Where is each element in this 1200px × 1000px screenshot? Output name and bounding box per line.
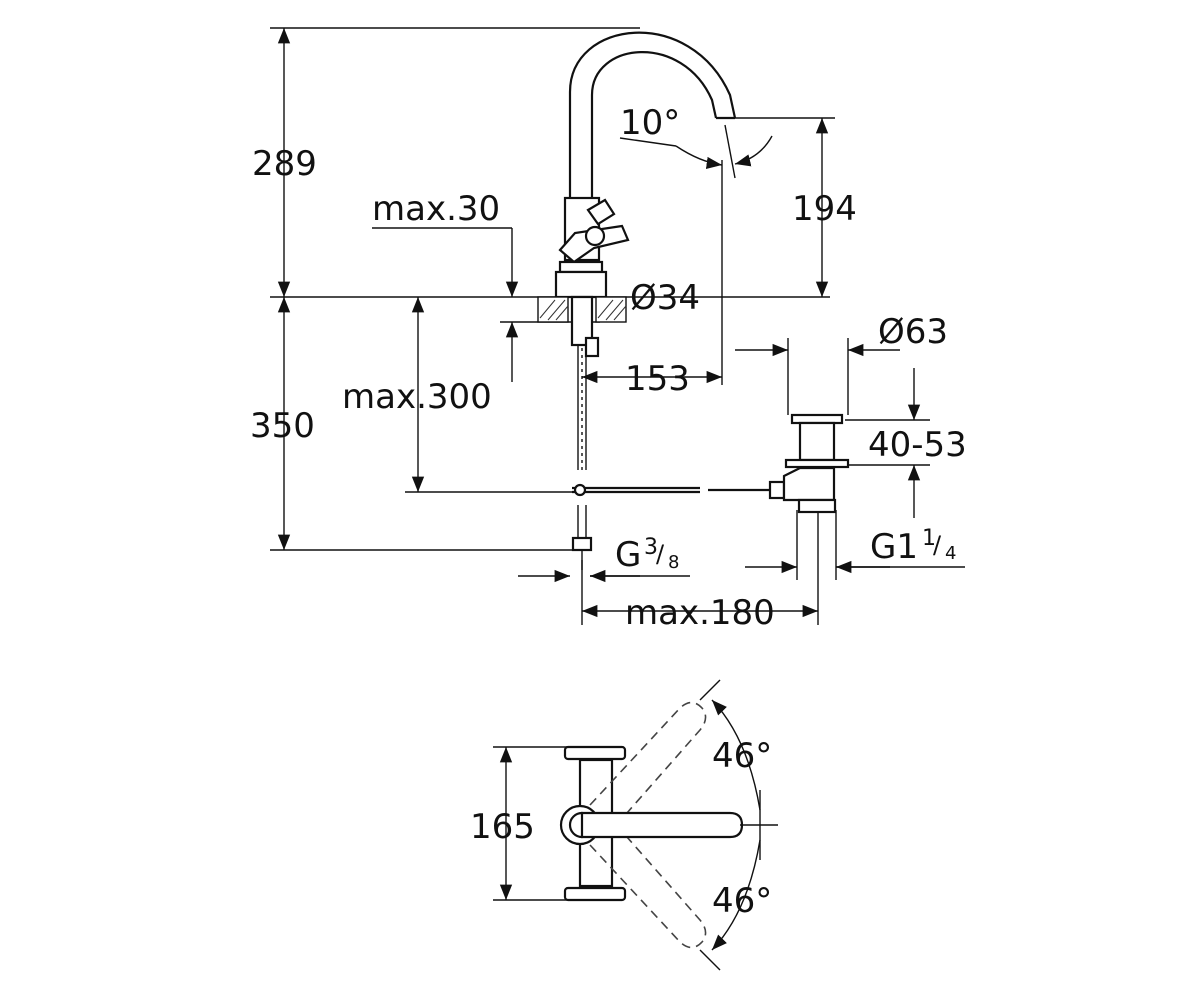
label-350: 350 [250,406,315,446]
extension-line-angle-top [699,679,721,701]
supply-hose [571,345,593,570]
label-max180: max.180 [625,593,775,633]
body-base [554,270,608,299]
fixing-nut [584,336,600,358]
drain-lock-nut [784,458,850,469]
side-view: 289 max.30 10° 194 Ø34 max.300 153 Ø63 3… [250,27,967,633]
angle-arc-left [675,145,723,170]
label-g114-numerator: 1 [922,526,936,551]
leader-angle [619,137,677,147]
drain-body [798,421,836,462]
cross-handle-top [586,198,616,226]
label-spout-angle: 10° [620,103,680,143]
mounting-shank [570,295,594,347]
drain-tailpiece [797,498,837,514]
handle-bottom [563,886,627,902]
hose-connector [571,536,593,552]
spout-top-view [580,811,744,839]
body-ring [558,260,604,274]
rod-clip [573,483,587,497]
label-swivel-bottom: 46° [712,881,772,921]
extension-line-angle-bottom [699,949,721,971]
handle-top [563,745,627,761]
label-g114-denominator: 4 [945,543,956,564]
spout-inner-edge [590,51,718,200]
angle-arc-bottom [711,839,761,951]
spout-flow-line [724,124,736,179]
label-289: 289 [252,144,317,184]
angle-arc-top [711,699,761,811]
label-d34: Ø34 [630,278,700,318]
label-165: 165 [470,807,535,847]
label-g38-main: G [615,535,641,575]
drain-flange-top [790,413,844,425]
top-view: 165 46° 46° [470,679,778,971]
label-max300: max.300 [342,377,492,417]
spout-swivel-position-top [589,701,707,831]
label-g38-slash: / [656,540,665,568]
label-swivel-top: 46° [712,736,772,776]
label-g114-slash: / [933,531,942,559]
spout-swivel-position-bottom [589,819,707,949]
label-g38-denominator: 8 [668,552,679,573]
label-153: 153 [625,359,690,399]
label-d63: Ø63 [878,312,948,352]
handle-hub [584,225,606,247]
label-g38-numerator: 3 [644,535,658,560]
deck-section [537,296,627,323]
rod-nut [768,480,786,500]
drain-pivot-body [782,466,836,502]
label-194: 194 [792,189,857,229]
label-4053: 40-53 [868,425,967,465]
label-g114-main: G1 [870,527,918,567]
label-max30: max.30 [372,189,500,229]
angle-arc-right [734,135,773,167]
spout-outer-edge [568,31,737,200]
